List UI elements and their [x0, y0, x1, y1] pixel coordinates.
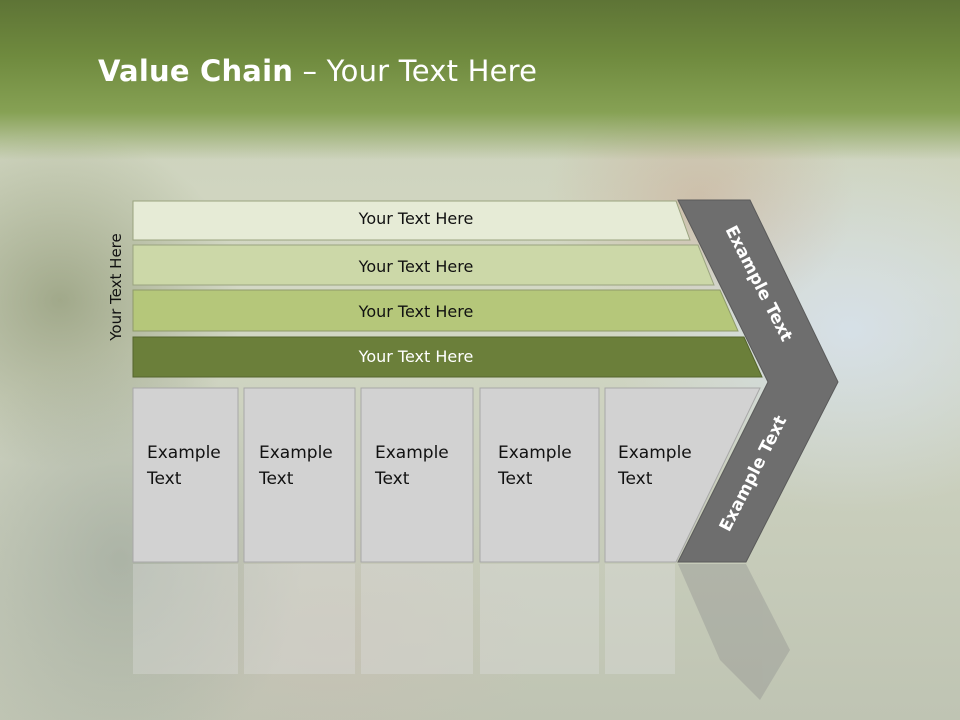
bar-2[interactable] — [132, 244, 715, 286]
title-bar — [0, 0, 960, 160]
bar-1-label: Your Text Here — [358, 209, 474, 228]
cell-4-line2: Text — [498, 469, 533, 489]
cell-3[interactable] — [360, 387, 474, 563]
bar-4-label: Your Text Here — [358, 347, 474, 366]
cell-1-line1: Example — [147, 443, 221, 463]
bar-4[interactable] — [132, 336, 763, 378]
slide-title[interactable]: Value Chain – Your Text Here — [98, 54, 537, 88]
cell-3-text: Example Text — [375, 440, 449, 492]
cell-3-line2: Text — [375, 469, 410, 489]
cell-1-text: Example Text — [147, 440, 221, 492]
cell-5-line1: Example — [618, 443, 692, 463]
side-label[interactable]: Your Text Here — [107, 233, 125, 341]
bar-3[interactable] — [132, 289, 739, 332]
cell-2-line2: Text — [259, 469, 294, 489]
cell-2-line1: Example — [259, 443, 333, 463]
cell-4-line1: Example — [498, 443, 572, 463]
cell-5-text: Example Text — [618, 440, 692, 492]
bar-1[interactable] — [132, 200, 691, 241]
bar-2-label: Your Text Here — [358, 257, 474, 276]
reflection — [133, 564, 790, 700]
cell-1-line2: Text — [147, 469, 182, 489]
title-bold: Value Chain — [98, 54, 294, 88]
cell-1[interactable] — [132, 387, 239, 563]
title-rest: – Your Text Here — [293, 54, 538, 88]
chevron-arrow[interactable] — [677, 199, 839, 563]
cell-2[interactable] — [243, 387, 356, 563]
cell-2-text: Example Text — [259, 440, 333, 492]
cell-4-text: Example Text — [498, 440, 572, 492]
cell-5-line2: Text — [618, 469, 653, 489]
cell-4[interactable] — [479, 387, 600, 563]
bar-3-label: Your Text Here — [358, 302, 474, 321]
cell-3-line1: Example — [375, 443, 449, 463]
cell-5[interactable] — [604, 387, 761, 563]
